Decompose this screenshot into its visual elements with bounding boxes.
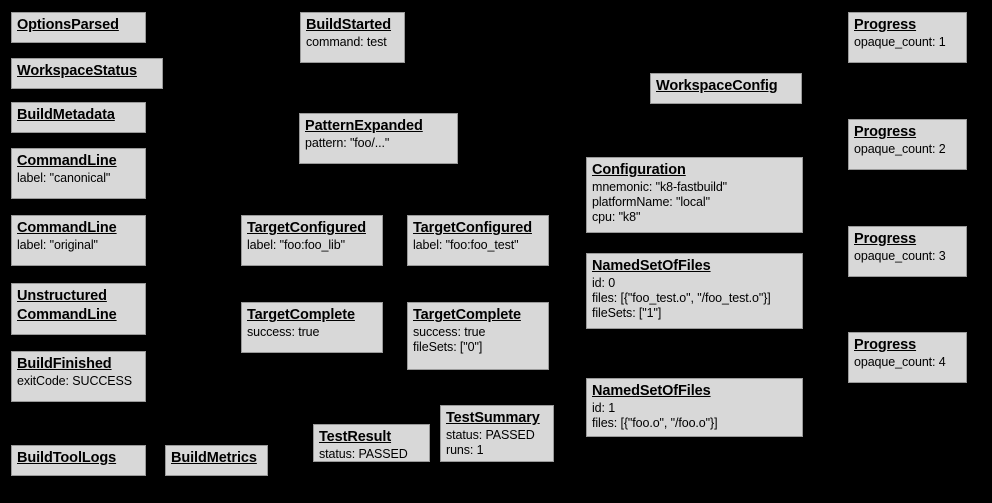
- event-node-attribute-line: pattern: "foo/...": [305, 136, 390, 150]
- event-node-title: WorkspaceStatus: [17, 63, 137, 79]
- event-node-title: CommandLine: [17, 220, 117, 236]
- event-node-attributes: label: "canonical": [17, 171, 140, 186]
- event-node-attribute-line: label: "canonical": [17, 171, 111, 185]
- event-node-test-result[interactable]: TestResult status: PASSED: [313, 424, 430, 462]
- event-node-title: Progress: [854, 17, 917, 33]
- event-node-title: BuildToolLogs: [17, 450, 117, 466]
- event-node-title: Progress: [854, 124, 917, 140]
- event-node-build-metadata[interactable]: BuildMetadata: [11, 102, 146, 133]
- event-node-attribute-line: status: PASSED: [319, 447, 408, 461]
- event-node-title: NamedSetOfFiles: [592, 383, 711, 399]
- event-node-title: TargetComplete: [247, 307, 355, 323]
- event-node-title: BuildStarted: [306, 17, 392, 33]
- event-node-attribute-line: files: [{"foo.o", "/foo.o"}]: [592, 416, 718, 430]
- event-node-attribute-line: opaque_count: 1: [854, 35, 946, 49]
- event-node-progress-2[interactable]: Progress opaque_count: 2: [848, 119, 967, 170]
- event-node-build-metrics[interactable]: BuildMetrics: [165, 445, 268, 476]
- event-node-attribute-line: success: true: [413, 325, 486, 339]
- event-node-workspace-status[interactable]: WorkspaceStatus: [11, 58, 163, 89]
- event-node-progress-1[interactable]: Progress opaque_count: 1: [848, 12, 967, 63]
- event-node-command-line-original[interactable]: CommandLine label: "original": [11, 215, 146, 266]
- event-node-title: BuildFinished: [17, 356, 112, 372]
- event-node-title: Progress: [854, 337, 917, 353]
- event-node-title: Progress: [854, 231, 917, 247]
- event-node-build-started[interactable]: BuildStarted command: test: [300, 12, 405, 63]
- event-node-attribute-line: opaque_count: 2: [854, 142, 946, 156]
- event-node-attributes: opaque_count: 3: [854, 249, 961, 264]
- event-node-attribute-line: fileSets: ["0"]: [413, 340, 483, 354]
- event-node-progress-3[interactable]: Progress opaque_count: 3: [848, 226, 967, 277]
- event-node-attribute-line: platformName: "local": [592, 195, 710, 209]
- event-node-build-tool-logs[interactable]: BuildToolLogs: [11, 445, 146, 476]
- event-node-attributes: label: "original": [17, 238, 140, 253]
- event-node-attributes: status: PASSED: [319, 447, 424, 462]
- event-node-attribute-line: cpu: "k8": [592, 210, 641, 224]
- event-node-attributes: opaque_count: 2: [854, 142, 961, 157]
- event-node-attribute-line: fileSets: ["1"]: [592, 306, 662, 320]
- event-node-title: BuildMetadata: [17, 107, 115, 123]
- event-node-title: TargetConfigured: [247, 220, 366, 236]
- event-node-attribute-line: id: 0: [592, 276, 616, 290]
- event-node-attribute-line: status: PASSED: [446, 428, 535, 442]
- event-node-attribute-line: opaque_count: 3: [854, 249, 946, 263]
- event-node-attribute-line: mnemonic: "k8-fastbuild": [592, 180, 728, 194]
- event-node-attributes: mnemonic: "k8-fastbuild"platformName: "l…: [592, 180, 797, 225]
- event-node-title: Configuration: [592, 162, 686, 178]
- event-node-attribute-line: label: "original": [17, 238, 98, 252]
- event-node-attributes: exitCode: SUCCESS: [17, 374, 140, 389]
- event-node-attribute-line: files: [{"foo_test.o", "/foo_test.o"}]: [592, 291, 771, 305]
- event-node-command-line-canonical[interactable]: CommandLine label: "canonical": [11, 148, 146, 199]
- event-node-attribute-line: success: true: [247, 325, 320, 339]
- event-node-title: TargetComplete: [413, 307, 521, 323]
- event-node-title: WorkspaceConfig: [656, 78, 778, 94]
- event-node-pattern-expanded[interactable]: PatternExpanded pattern: "foo/...": [299, 113, 458, 164]
- event-node-target-configured-foo-test[interactable]: TargetConfigured label: "foo:foo_test": [407, 215, 549, 266]
- event-node-title: NamedSetOfFiles: [592, 258, 711, 274]
- event-node-title: BuildMetrics: [171, 450, 257, 466]
- event-node-progress-4[interactable]: Progress opaque_count: 4: [848, 332, 967, 383]
- event-node-attribute-line: id: 1: [592, 401, 616, 415]
- event-node-attributes: opaque_count: 4: [854, 355, 961, 370]
- event-node-title: OptionsParsed: [17, 17, 119, 33]
- event-node-title: TargetConfigured: [413, 220, 532, 236]
- event-node-attributes: pattern: "foo/...": [305, 136, 452, 151]
- event-node-workspace-config[interactable]: WorkspaceConfig: [650, 73, 802, 104]
- event-node-attribute-line: command: test: [306, 35, 387, 49]
- event-node-attributes: success: true: [247, 325, 377, 340]
- event-node-options-parsed[interactable]: OptionsParsed: [11, 12, 146, 43]
- event-node-attributes: label: "foo:foo_lib": [247, 238, 377, 253]
- event-node-attributes: command: test: [306, 35, 399, 50]
- event-node-build-finished[interactable]: BuildFinished exitCode: SUCCESS: [11, 351, 146, 402]
- event-node-title: TestSummary: [446, 410, 540, 426]
- event-node-target-configured-foo-lib[interactable]: TargetConfigured label: "foo:foo_lib": [241, 215, 383, 266]
- event-node-attribute-line: opaque_count: 4: [854, 355, 946, 369]
- event-node-attributes: opaque_count: 1: [854, 35, 961, 50]
- event-node-attribute-line: runs: 1: [446, 443, 484, 457]
- event-node-unstructured-command-line[interactable]: Unstructured CommandLine: [11, 283, 146, 335]
- event-node-configuration[interactable]: Configuration mnemonic: "k8-fastbuild"pla…: [586, 157, 803, 233]
- event-node-title: PatternExpanded: [305, 118, 423, 134]
- event-node-attributes: label: "foo:foo_test": [413, 238, 543, 253]
- event-node-title: Unstructured CommandLine: [17, 288, 117, 323]
- event-node-attribute-line: label: "foo:foo_lib": [247, 238, 345, 252]
- event-node-title: TestResult: [319, 429, 392, 445]
- event-node-target-complete-lib[interactable]: TargetComplete success: true: [241, 302, 383, 353]
- event-node-attribute-line: label: "foo:foo_test": [413, 238, 519, 252]
- event-node-attribute-line: exitCode: SUCCESS: [17, 374, 133, 388]
- event-node-title: CommandLine: [17, 153, 117, 169]
